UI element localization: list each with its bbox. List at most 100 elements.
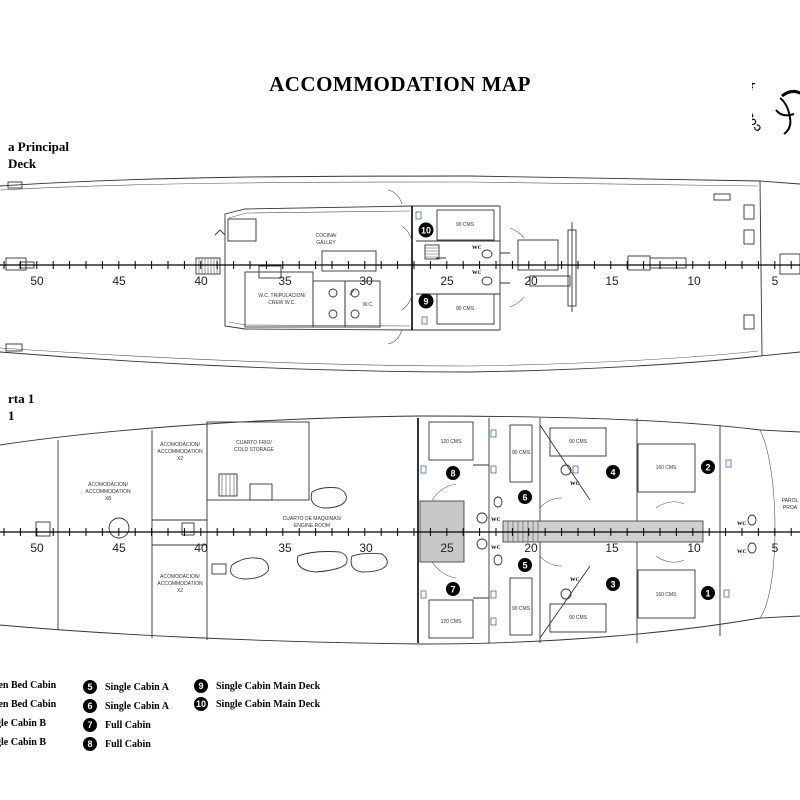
scale-label: 10 <box>687 541 701 555</box>
main-stairs <box>195 244 440 275</box>
cabin-1-size: 160 CMS <box>656 592 678 598</box>
anchor-logo-icon: COLOMBIA <box>742 79 800 135</box>
scale-label: 35 <box>278 274 292 288</box>
legend-badge: 10 <box>194 697 208 711</box>
cabin-marker-6: 6 <box>518 490 532 504</box>
cabin-marker-7: 7 <box>446 582 460 596</box>
wc-label: WC <box>737 521 747 527</box>
svg-text:7: 7 <box>450 585 455 595</box>
cabin-10-size: 90 CMS <box>456 222 475 228</box>
svg-text:6: 6 <box>522 493 527 503</box>
wc-label: WC <box>737 549 747 555</box>
legend-item: een Bed Cabin <box>0 680 57 691</box>
legend-badge: 6 <box>83 699 97 713</box>
cabin-4-size: 90 CMS <box>569 439 588 445</box>
engine-room-machinery <box>211 487 388 580</box>
galley-label: COCINA/GALLEY <box>316 233 337 246</box>
scale-label: 30 <box>359 541 373 555</box>
wc-label: WC <box>570 577 580 583</box>
lower-deck-label: rta 1 1 <box>8 390 34 424</box>
cabin-marker-1: 1 <box>701 586 715 600</box>
scale-label: 15 <box>605 274 619 288</box>
wc-label: WC <box>491 517 501 523</box>
cabin-marker-2: 2 <box>701 460 715 474</box>
svg-text:10: 10 <box>421 226 431 236</box>
cabin-2-size: 160 CMS <box>656 465 678 471</box>
cabin-marker-3: 3 <box>606 577 620 591</box>
wc-label: WC <box>472 245 482 251</box>
crew-wc-label: W.C. TRIPULACION/CREW W.C. <box>258 293 306 306</box>
cabin-5-size: 90 CMS <box>512 606 531 612</box>
lower-deck-hull <box>0 415 800 645</box>
scale-label: 50 <box>30 541 44 555</box>
scale-label: 45 <box>112 541 126 555</box>
cabin-8-size: 120 CMS <box>441 439 463 445</box>
scale-label: 10 <box>687 274 701 288</box>
engine-room-label: CUARTO DE MAQUINAS/ENGINE ROOM <box>283 516 342 529</box>
main-deck-plan: 50 45 40 35 30 25 20 15 10 5 COCINA/GALLEY W.C. T… <box>0 175 800 373</box>
svg-text:5: 5 <box>522 561 527 571</box>
scale-label: 45 <box>112 274 126 288</box>
legend-item: gle Cabin B <box>0 737 47 748</box>
scale-label: 5 <box>772 541 779 555</box>
scale-label: 40 <box>194 541 208 555</box>
legend-item: een Bed Cabin <box>0 699 57 710</box>
svg-text:9: 9 <box>423 297 428 307</box>
svg-text:1: 1 <box>705 589 710 599</box>
scale-label: 25 <box>440 541 454 555</box>
cabin-marker-8: 8 <box>446 466 460 480</box>
cold-storage-label: CUARTO FRIO/COLD STORAGE <box>234 440 274 453</box>
cabin-6-size: 90 CMS <box>512 450 531 456</box>
cabin-marker-10: 10 <box>418 222 434 238</box>
svg-text:3: 3 <box>610 580 615 590</box>
scale-label: 15 <box>605 541 619 555</box>
legend-badge: 8 <box>83 737 97 751</box>
legend-badge: 9 <box>194 679 208 693</box>
legend-badge: 5 <box>83 680 97 694</box>
svg-text:COLOMBIA: COLOMBIA <box>752 79 763 134</box>
brand-logo: COLOMBIA <box>742 58 800 138</box>
cabin-3-size: 90 CMS <box>569 615 588 621</box>
cabin-9-size: 90 CMS <box>456 306 475 312</box>
windlass <box>5 222 800 312</box>
lower-deck-label-es: rta 1 <box>8 391 35 406</box>
cabin-marker-9: 9 <box>418 293 434 309</box>
wc-label: WC <box>570 481 580 487</box>
cabin-marker-4: 4 <box>606 465 620 479</box>
main-deck-hull <box>0 175 800 373</box>
wc-small-label: W.C. <box>363 302 374 308</box>
cabin-marker-5: 5 <box>518 558 532 572</box>
main-deck-label: a Principal Deck <box>8 138 69 172</box>
galley-counter <box>321 250 377 272</box>
scale-label: 20 <box>524 541 538 555</box>
deckhouse <box>224 205 501 331</box>
main-deck-label-en: Deck <box>8 156 37 171</box>
scale-label: 50 <box>30 274 44 288</box>
scale-label: 20 <box>524 274 538 288</box>
legend-badge: 7 <box>83 718 97 732</box>
scale-label: 35 <box>278 541 292 555</box>
main-deck-label-es: a Principal <box>8 139 70 154</box>
scale-label: 30 <box>359 274 373 288</box>
svg-text:2: 2 <box>705 463 710 473</box>
scale-label: 25 <box>440 274 454 288</box>
legend-item: gle Cabin B <box>0 718 47 729</box>
cabin-7-size: 120 CMS <box>441 619 463 625</box>
scale-label: 5 <box>772 274 779 288</box>
page-title: ACCOMMODATION MAP <box>269 72 531 96</box>
lower-deck-label-en: 1 <box>8 408 15 423</box>
svg-text:8: 8 <box>450 469 455 479</box>
cabin-10-room <box>436 209 495 241</box>
scale-label: 40 <box>194 274 208 288</box>
